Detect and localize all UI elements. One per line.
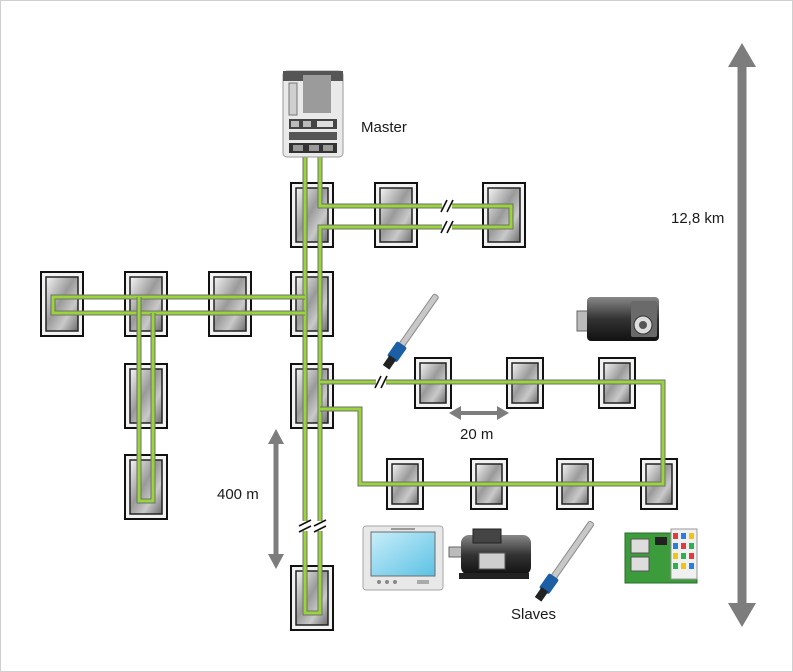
slave-module-icon: [290, 565, 334, 631]
slave-module-icon: [482, 182, 526, 248]
electric-motor-icon: [448, 528, 531, 579]
slave-module-icon: [124, 454, 168, 520]
temperature-sensor-icon: [534, 520, 595, 602]
slaves-label: Slaves: [511, 606, 557, 623]
cable-break-mark: [298, 519, 312, 533]
master-label: Master: [361, 119, 407, 136]
temperature-sensor-icon: [382, 293, 439, 370]
slave-module-icon: [290, 271, 334, 337]
cable-line: [320, 380, 665, 486]
servo-motor-icon: [576, 297, 659, 341]
cable-line: [51, 295, 305, 315]
cable-line: [318, 157, 513, 561]
total-distance-arrow: [728, 43, 756, 627]
cable-line: [303, 561, 322, 615]
cable-network: [50, 157, 666, 616]
slave-module-icon: [374, 182, 418, 248]
total-distance-label: 12,8 km: [671, 210, 725, 227]
device-spacing-arrow: [449, 406, 509, 420]
slave-module-icon: [290, 363, 334, 429]
io-board-icon: [624, 528, 698, 584]
slave-module-icon: [208, 271, 252, 337]
slave-module-icon: [124, 363, 168, 429]
slave-module-icon: [40, 271, 84, 337]
cable-break-marks: [298, 199, 454, 533]
slave-module-icon: [124, 271, 168, 337]
hmi-panel-icon: [362, 525, 444, 591]
cable-line: [137, 297, 155, 503]
master-controller-icon: [282, 70, 344, 158]
cable-break-mark: [313, 519, 327, 533]
segment-distance-arrow: [268, 429, 284, 569]
cable-break-mark: [374, 375, 388, 389]
device-spacing-label: 20 m: [460, 426, 494, 443]
segment-distance-label: 400 m: [217, 486, 259, 503]
cable-line: [50, 294, 305, 316]
slave-module-icon: [290, 182, 334, 248]
cable-break-mark: [440, 199, 454, 213]
cable-break-mark: [440, 220, 454, 234]
